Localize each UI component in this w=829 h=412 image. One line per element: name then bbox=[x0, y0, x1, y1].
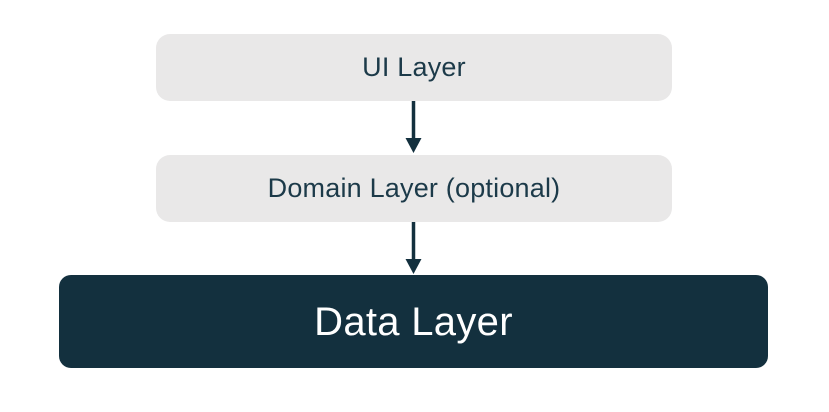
node-data-layer-label: Data Layer bbox=[314, 299, 513, 344]
node-data-layer: Data Layer bbox=[59, 275, 768, 368]
node-ui-layer-label: UI Layer bbox=[362, 52, 466, 82]
node-domain-layer-label: Domain Layer (optional) bbox=[267, 173, 561, 203]
arrow-down-icon bbox=[403, 222, 424, 274]
arrow-down-icon bbox=[403, 101, 424, 153]
node-domain-layer: Domain Layer (optional) bbox=[156, 155, 672, 222]
node-ui-layer: UI Layer bbox=[156, 34, 672, 101]
